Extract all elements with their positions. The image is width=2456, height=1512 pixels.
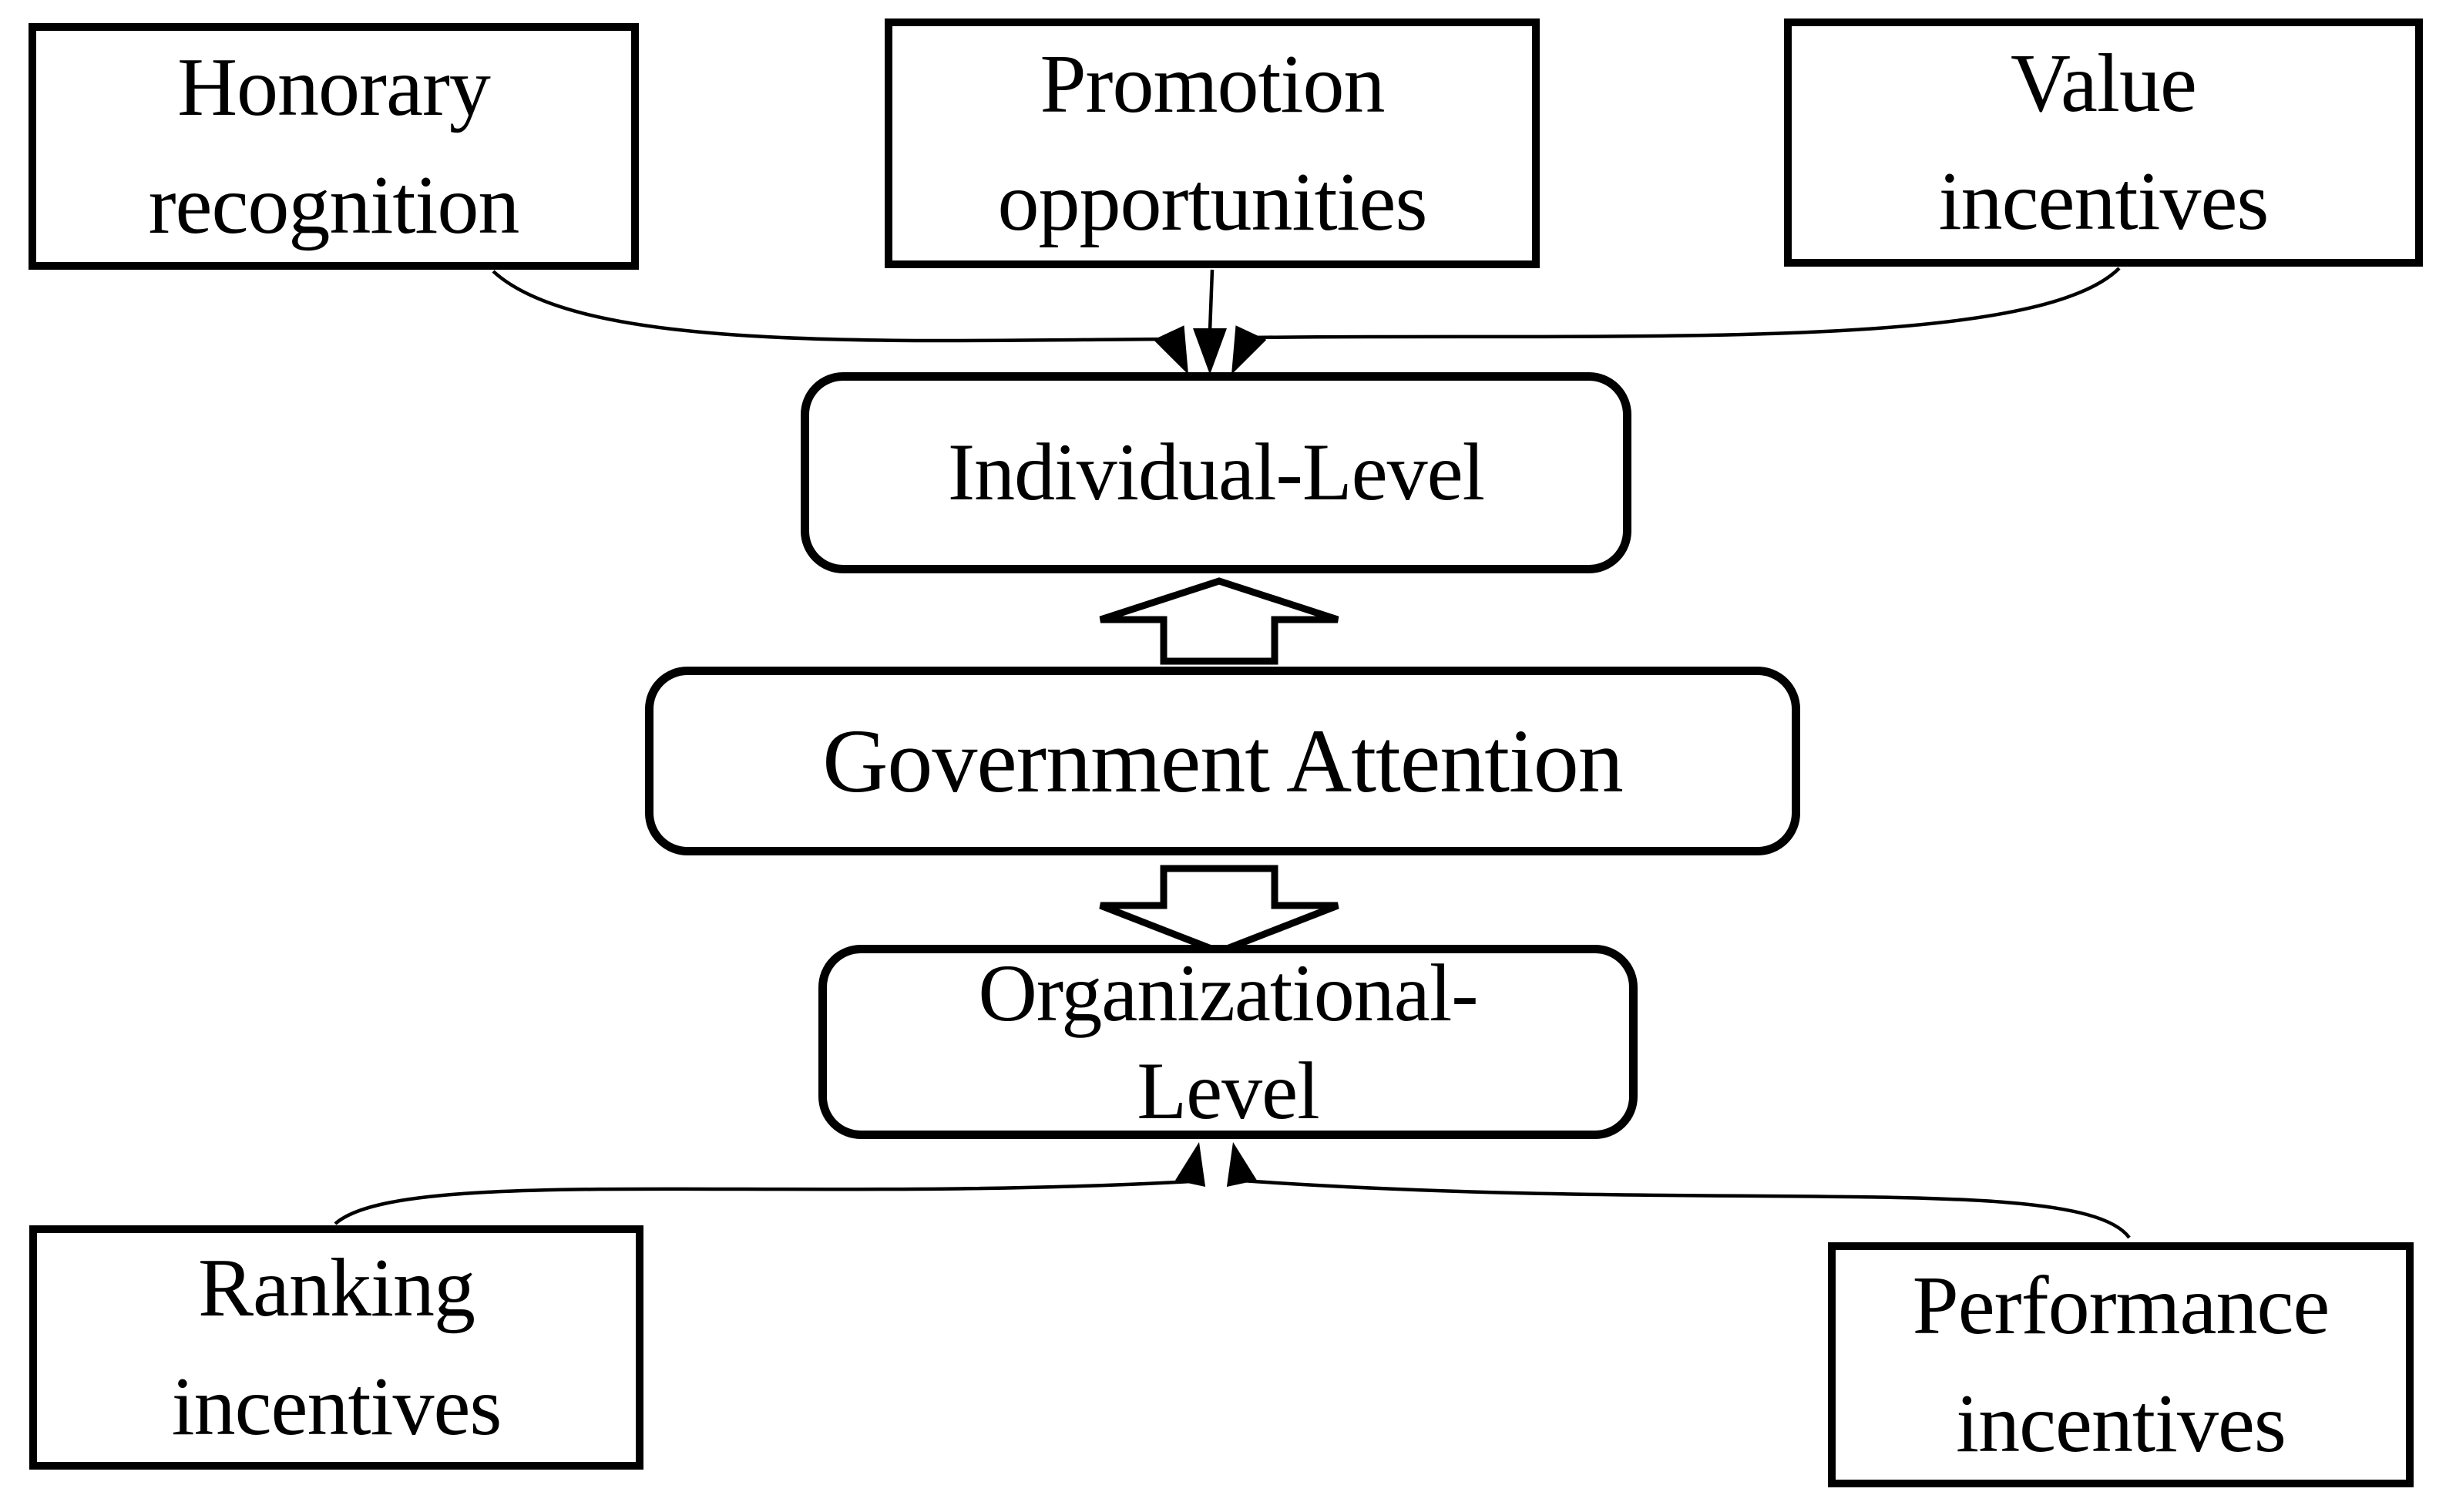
arrowhead-performance-icon <box>1226 1142 1257 1187</box>
arrowhead-promotion-icon <box>1193 328 1227 375</box>
node-performance-incentives: Performance incentives <box>1828 1242 2414 1487</box>
edge-honorary-to-individual <box>492 270 1173 343</box>
block-arrow-up-icon <box>1099 577 1339 665</box>
node-organizational-level: Organizational- Level <box>818 945 1638 1139</box>
node-promotion-opportunities: Promotion opportunities <box>885 18 1540 268</box>
edge-performance-to-organizational <box>1241 1178 2131 1239</box>
node-government-attention: Government Attention <box>645 667 1800 855</box>
arrowhead-value-icon <box>1231 325 1267 375</box>
arrowhead-honorary-icon <box>1153 325 1188 375</box>
node-ranking-incentives: Ranking incentives <box>29 1225 643 1470</box>
edge-value-to-individual <box>1249 267 2121 340</box>
arrowhead-ranking-icon <box>1175 1142 1206 1187</box>
edge-promotion-to-individual <box>1208 269 1215 332</box>
block-arrow-down-icon <box>1099 865 1339 956</box>
edge-ranking-to-organizational <box>334 1179 1191 1225</box>
node-value-incentives: Value incentives <box>1784 18 2423 267</box>
node-individual-level: Individual-Level <box>801 372 1631 573</box>
node-honorary-recognition: Honorary recognition <box>29 23 639 270</box>
